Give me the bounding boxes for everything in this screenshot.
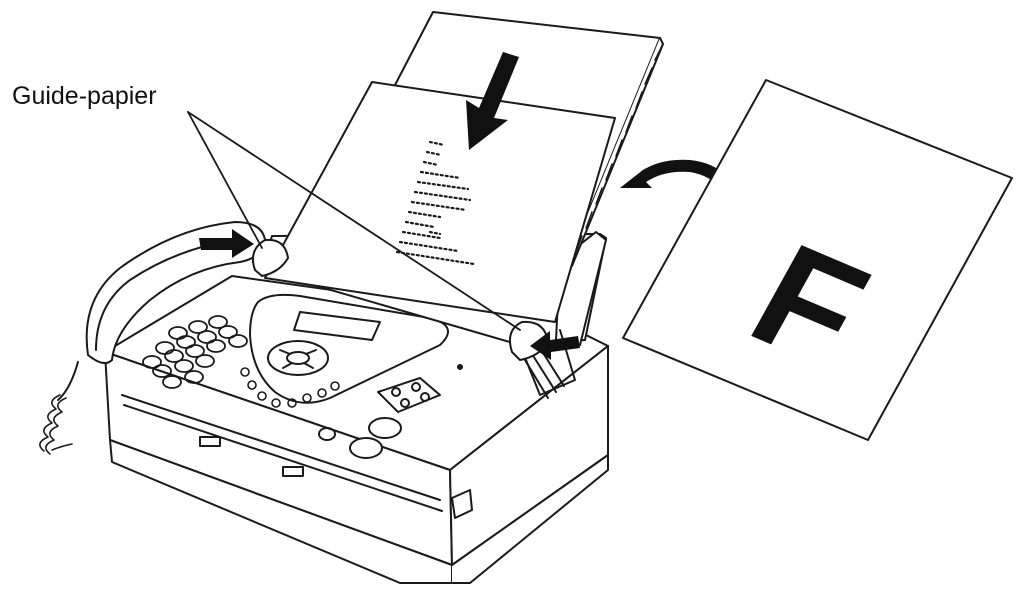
coiled-cord: [39, 394, 73, 455]
lcd-display: [293, 311, 381, 341]
arrow-right-icon: [199, 229, 254, 258]
control-panel: [142, 293, 463, 459]
keypad: [142, 315, 248, 389]
document-front: [264, 81, 616, 323]
function-buttons: [240, 367, 340, 408]
navigation-ring: [267, 340, 329, 376]
paper-guide-label: Guide-papier: [12, 82, 157, 110]
handset: [39, 221, 266, 455]
arrows: [199, 52, 742, 360]
curved-arrow-icon: [620, 159, 742, 214]
dotted-letter-f: [395, 140, 476, 266]
arrow-down-icon: [466, 52, 519, 150]
start-button: [368, 417, 402, 439]
stop-button: [349, 437, 383, 459]
arrow-left-icon: [530, 331, 580, 360]
paper-guide-left: [252, 238, 289, 277]
sample-document: [622, 79, 1013, 441]
callout-leaders: [187, 111, 521, 331]
